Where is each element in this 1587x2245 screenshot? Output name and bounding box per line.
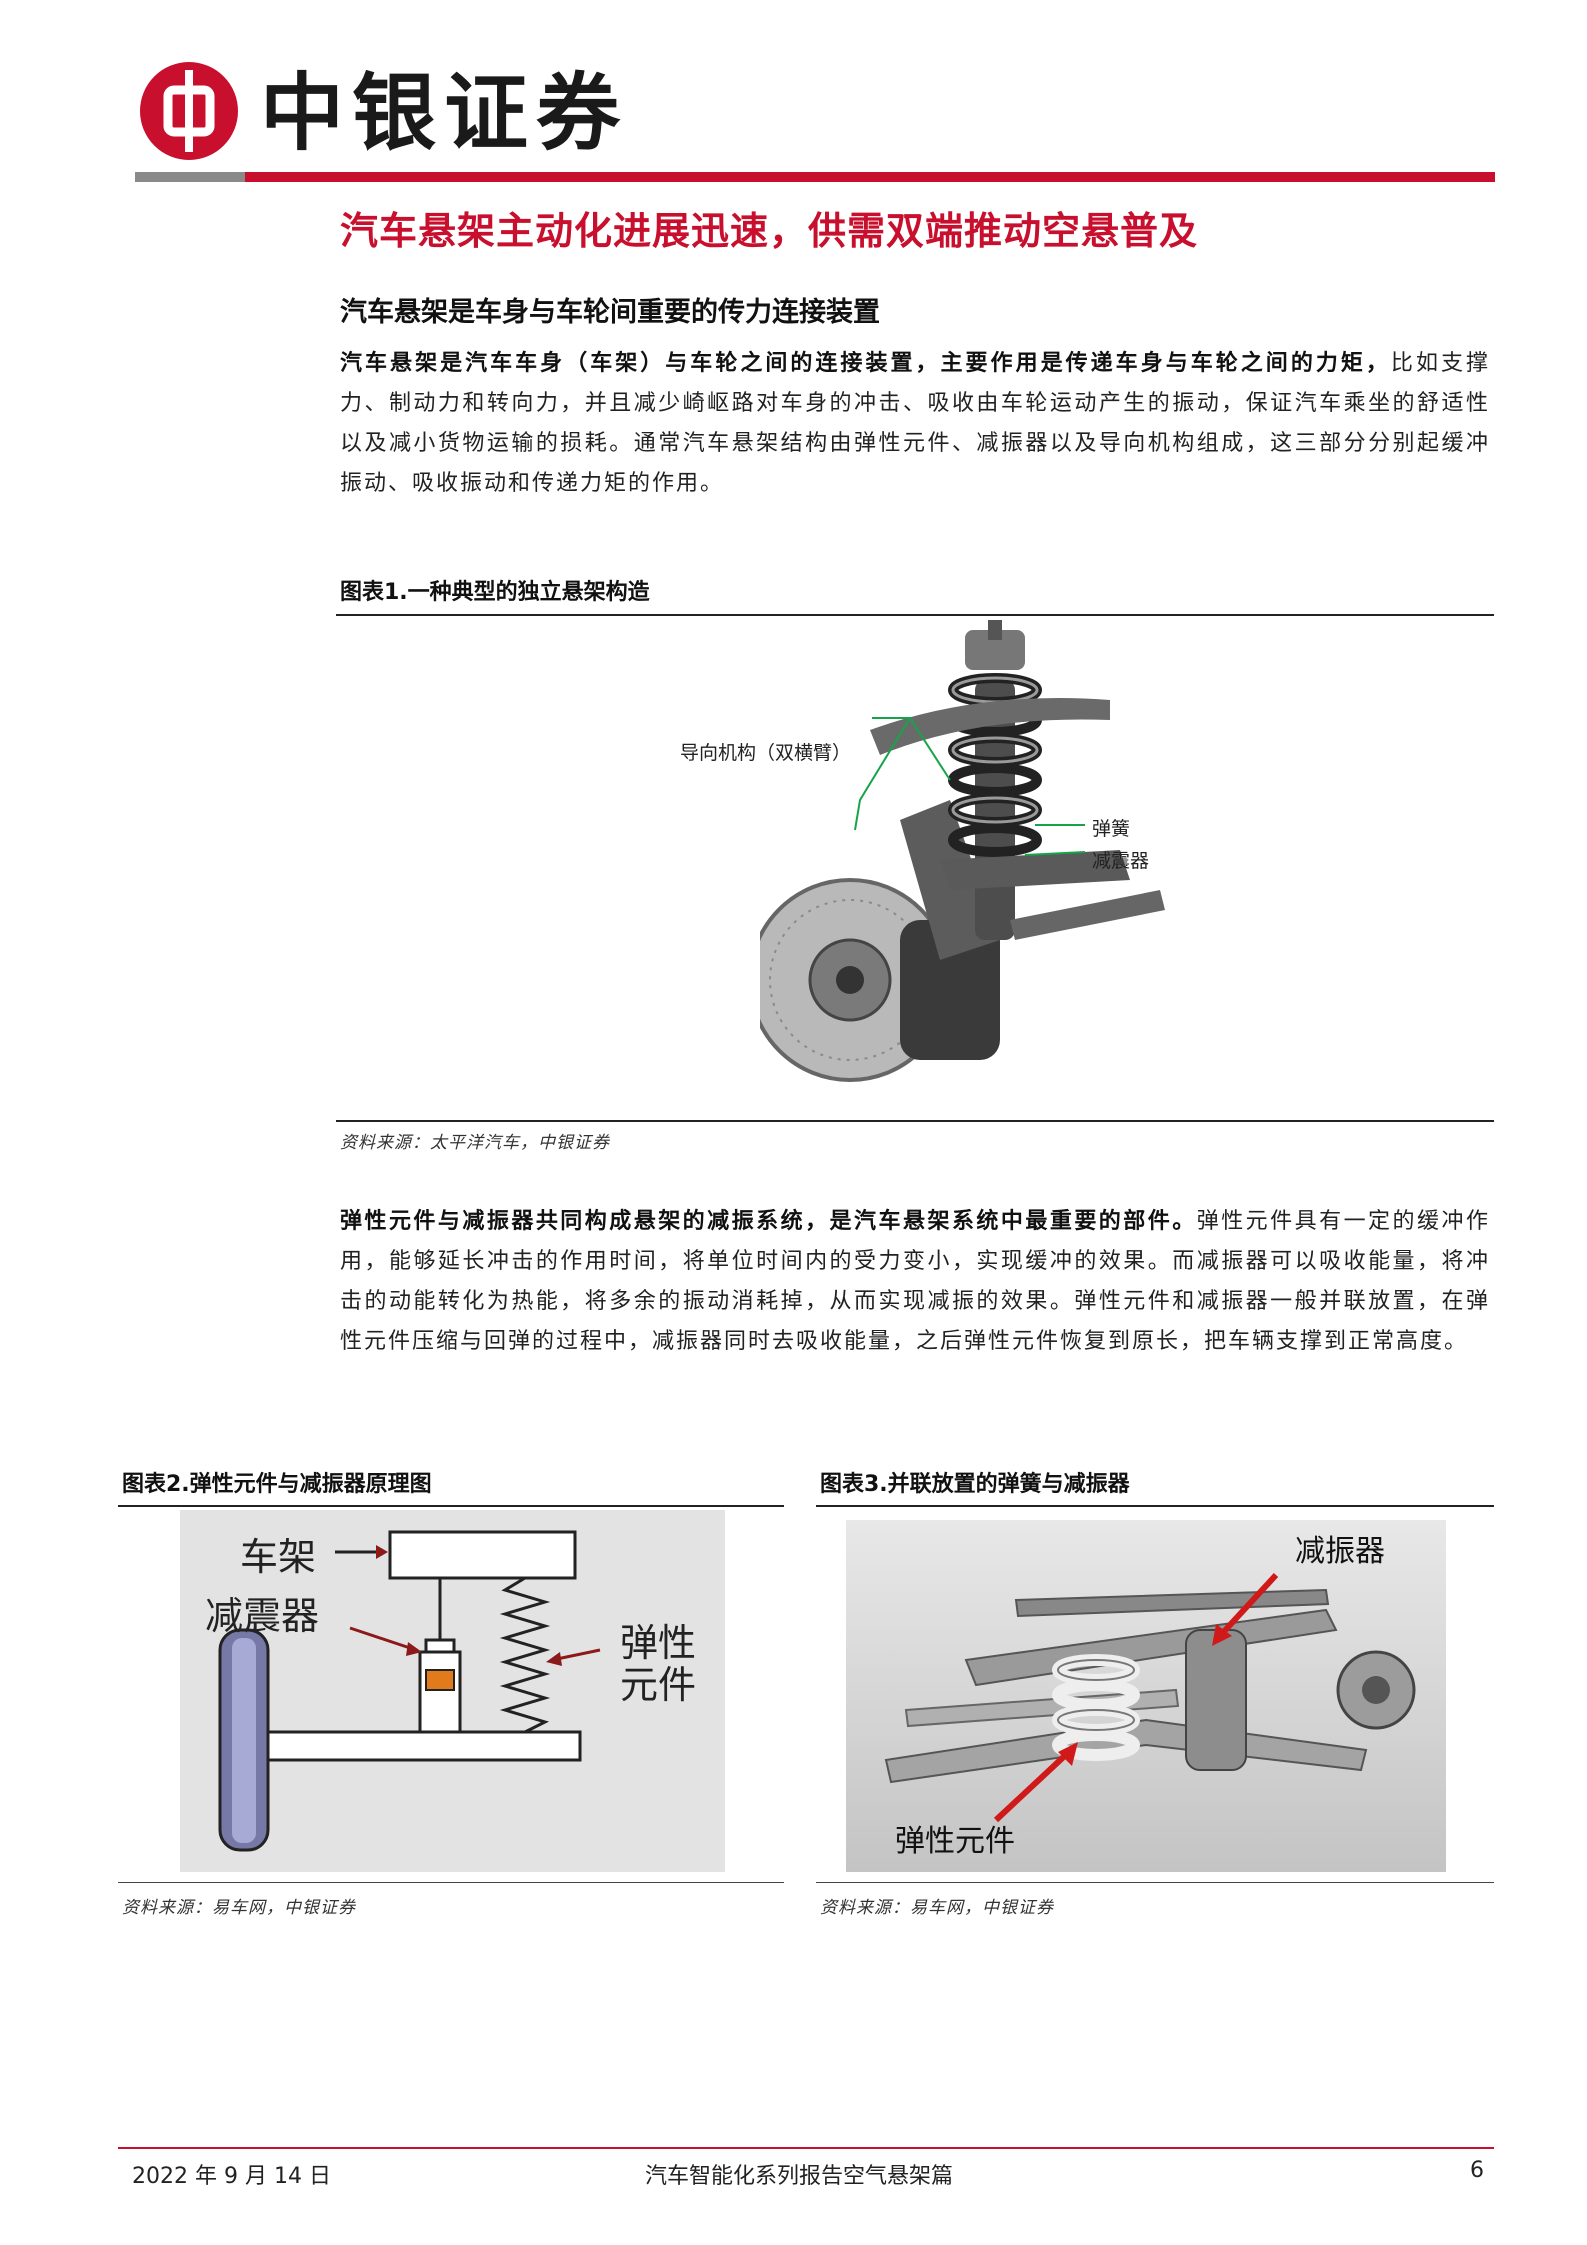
- label-shock-absorber: 减震器: [205, 1594, 320, 1638]
- figure-1-title: 图表1.一种典型的独立悬架构造: [340, 580, 650, 605]
- paragraph-1-lead: 汽车悬架是汽车车身（车架）与车轮之间的连接装置，主要作用是传递车身与车轮之间的力…: [340, 351, 1391, 376]
- brand-name: 中银证券: [260, 64, 629, 162]
- figure-2-bottom-rule: [118, 1882, 784, 1883]
- paragraph-1-body: 比如支撑力、制动力和转向力，并且减少崎岖路对车身的冲击、吸收由车轮运动产生的振动…: [340, 351, 1490, 496]
- label-damper: 减震器: [1092, 850, 1150, 872]
- paragraph-2-body: 弹性元件具有一定的缓冲作用，能够延长冲击的作用时间，将单位时间内的受力变小，实现…: [340, 1209, 1490, 1354]
- footer-page-number: 6: [1470, 2158, 1484, 2183]
- damper-principle-diagram: [180, 1510, 725, 1872]
- footer-rule: [118, 2147, 1494, 2149]
- label-elastic-1: 弹性: [620, 1621, 697, 1665]
- figure-3-source: 资料来源：易车网，中银证券: [820, 1898, 1054, 1918]
- footer-date: 2022 年 9 月 14 日: [132, 2164, 331, 2189]
- figure-1-bottom-rule: [336, 1120, 1494, 1122]
- figure-3-title: 图表3.并联放置的弹簧与减振器: [820, 1472, 1130, 1497]
- section-heading: 汽车悬架是车身与车轮间重要的传力连接装置: [340, 297, 880, 328]
- paragraph-1: 汽车悬架是汽车车身（车架）与车轮之间的连接装置，主要作用是传递车身与车轮之间的力…: [340, 344, 1490, 504]
- rear-suspension-photo: [846, 1520, 1446, 1872]
- figure-2-source: 资料来源：易车网，中银证券: [122, 1898, 356, 1918]
- label-elastic-2: 元件: [620, 1663, 697, 1707]
- figure-3-bottom-rule: [816, 1882, 1494, 1883]
- paragraph-2-lead: 弹性元件与减振器共同构成悬架的减振系统，是汽车悬架系统中最重要的部件。: [340, 1209, 1197, 1234]
- footer-report-name: 汽车智能化系列报告空气悬架篇: [645, 2164, 954, 2189]
- figure-2-title: 图表2.弹性元件与减振器原理图: [122, 1472, 432, 1497]
- label-photo-damper: 减振器: [1295, 1534, 1385, 1569]
- label-spring: 弹簧: [1092, 818, 1131, 840]
- page-title: 汽车悬架主动化进展迅速，供需双端推动空悬普及: [340, 209, 1199, 253]
- suspension-illustration: [748, 620, 1180, 1120]
- label-photo-elastic: 弹性元件: [895, 1824, 1015, 1859]
- figure-2-top-rule: [118, 1505, 784, 1507]
- paragraph-2: 弹性元件与减振器共同构成悬架的减振系统，是汽车悬架系统中最重要的部件。弹性元件具…: [340, 1202, 1490, 1362]
- label-guide-mechanism: 导向机构（双横臂）: [680, 742, 852, 764]
- figure-1-top-rule: [336, 614, 1494, 616]
- logo-icon: [140, 62, 238, 160]
- figure-3-top-rule: [816, 1505, 1494, 1507]
- label-frame: 车架: [240, 1535, 317, 1579]
- header-rule-gray: [135, 172, 245, 182]
- header-rule-red: [245, 172, 1495, 182]
- figure-1-source: 资料来源：太平洋汽车，中银证券: [340, 1133, 610, 1153]
